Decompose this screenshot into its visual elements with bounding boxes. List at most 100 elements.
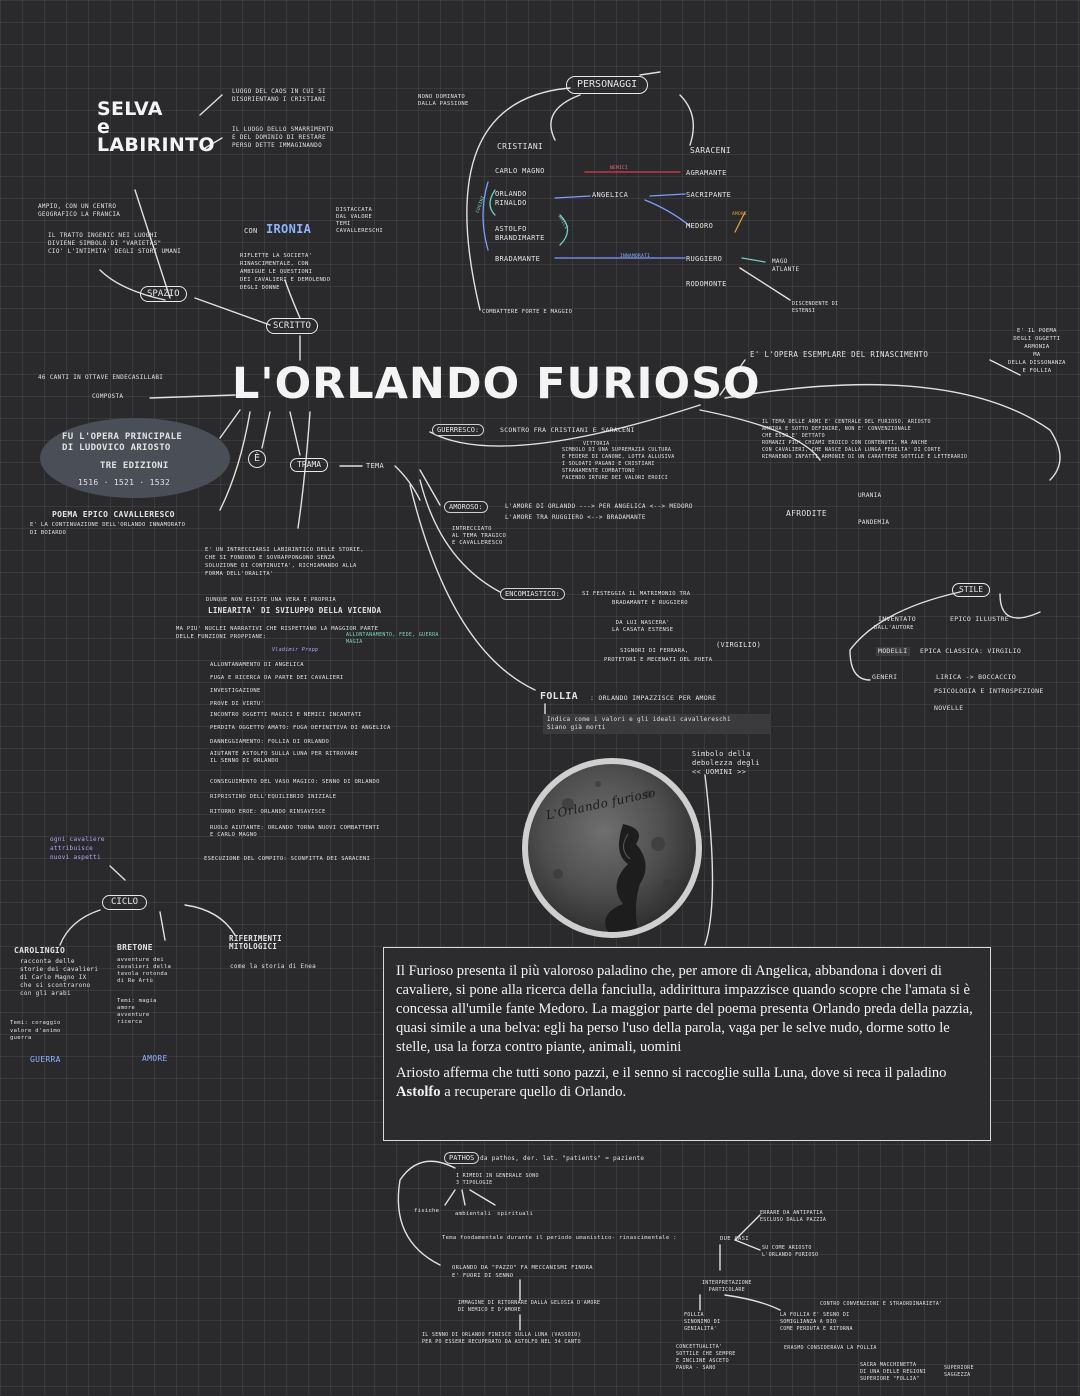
personaggi-bottom-note: COMBATTERE FORTE E MAGGIO xyxy=(482,309,573,315)
guerresco-vittoria: VITTORIA xyxy=(583,441,610,447)
pathos-interpretazione: INTERPRETAZIONE PARTICOLARE xyxy=(702,1280,752,1293)
tema-label: TEMA xyxy=(366,462,385,470)
trama-propp: Vladimir Propp xyxy=(272,647,319,653)
pathos-caso-2: SU COME ARIOSTO L'ORLANDO FURIOSO xyxy=(762,1245,819,1258)
ciclo-carolingio: CAROLINGIO xyxy=(14,946,66,955)
amoroso-pandemia: PANDEMIA xyxy=(858,519,890,526)
pathos-tema: Tema fondamentale durante il periodo uma… xyxy=(442,1235,677,1241)
rel-nemici: NEMICI xyxy=(610,166,629,171)
encomiastico-virgilio: (VIRGILIO) xyxy=(716,641,762,649)
trama-item-13: ESECUZIONE DEL COMPITO: SCONFITTA DEI SA… xyxy=(204,856,371,862)
pathos-tag: PATHOS xyxy=(444,1152,480,1164)
opera-edizioni: TRE EDIZIONI xyxy=(100,461,169,471)
spazio-note-ampio: AMPIO, CON UN CENTRO GEOGRAFICO LA FRANC… xyxy=(38,203,121,218)
pathos-superiore: SUPERIORE SAGGEZZA xyxy=(944,1365,974,1378)
stile-node: STILE xyxy=(952,583,991,597)
pathos-immagine: IMMAGINE DI RITORNARE DALLA GELOSIA D'AM… xyxy=(458,1300,601,1313)
pathos-senno: IL SENNO DI ORLANDO FINISCE SULLA LUNA (… xyxy=(422,1332,581,1345)
bretone-amore: AMORE xyxy=(142,1054,168,1063)
amoroso-line2: L'AMORE TRA RUGGIERO <--> BRADAMANTE xyxy=(505,514,646,521)
bretone-temi: Temi: magia amore avventure ricerca xyxy=(117,998,157,1025)
char-astolfo: ASTOLFO xyxy=(495,225,527,233)
trama-item-5: INCONTRO OGGETTI MAGICI E NEMICI INCANTA… xyxy=(210,712,362,718)
trama-item-4: PROVE DI VIRTU' xyxy=(210,701,265,707)
char-brandimarte: BRANDIMARTE xyxy=(495,234,545,242)
carolingio-guerra: GUERRA xyxy=(30,1055,61,1064)
ciclo-bretone: BRETONE xyxy=(117,943,153,952)
trama-item-3: INVESTIGAZIONE xyxy=(210,688,261,694)
stile-inventato: INVENTATO xyxy=(878,615,916,623)
char-carlo-magno: CARLO MAGNO xyxy=(495,167,545,175)
pathos-branch-spirituali: spirituali xyxy=(497,1211,534,1217)
composta-label: COMPOSTA xyxy=(92,393,124,400)
stile-novelle: NOVELLE xyxy=(934,704,964,712)
moon-illustration xyxy=(522,758,702,938)
riferimenti-desc: come la storia di Enea xyxy=(230,963,317,970)
encomiastico-line2: BRADAMANTE E RUGGIERO xyxy=(612,600,688,606)
encomiastico-tag: ENCOMIASTICO: xyxy=(500,588,565,600)
ironia-pre: CON xyxy=(244,227,258,235)
ironia-side-note: DISTACCATA DAL VALORE TEMI CAVALLERESCHI xyxy=(336,207,383,234)
selva-title: SELVA e LABIRINTO xyxy=(97,98,215,156)
follia-label: FOLLIA xyxy=(540,691,578,702)
pathos-concettualita: CONCETTUALITA' SOTTILE CHE SEMPRE E INCL… xyxy=(676,1344,736,1371)
encomiastico-line5: PROTETORI E MECENATI DEL POETA xyxy=(604,657,713,663)
rinascimento-text: E' L'OPERA ESEMPLARE DEL RINASCIMENTO xyxy=(750,350,929,359)
stile-epica: EPICA CLASSICA: VIRGILIO xyxy=(920,647,1022,655)
amoroso-tag: AMOROSO: xyxy=(444,501,488,513)
trama-linearita: LINEARITA' DI SVILUPPO DELLA VICENDA xyxy=(208,606,382,615)
trama-item-12: RUOLO AIUTANTE: ORLANDO TORNA NUOVI COMB… xyxy=(210,825,380,838)
guerresco-title: SCONTRO FRA CRISTIANI E SARACENI xyxy=(500,426,635,434)
ciclo-note: ogni cavaliere attribuisce nuovi aspetti xyxy=(50,836,105,861)
char-mago-atlante: MAGO ATLANTE xyxy=(772,258,800,273)
trama-item-9: CONSEGUIMENTO DEL VASO MAGICO: SENNO DI … xyxy=(210,779,380,785)
rel-innamorati: INNAMORATI xyxy=(620,254,651,259)
composta-canti: 46 CANTI IN OTTAVE ENDECASILLABI xyxy=(38,374,164,381)
pathos-erasmo: ERASMO CONSIDERAVA LA FOLLIA xyxy=(784,1345,877,1351)
char-agramante: AGRAMANTE xyxy=(686,169,727,177)
follia-sub: Indica come i valori e gli ideali cavall… xyxy=(543,714,771,734)
ironia-note: RIFLETTE LA SOCIETA' RINASCIMENTALE, CON… xyxy=(240,253,331,291)
char-angelica: ANGELICA xyxy=(592,191,629,199)
stile-autore: DALL'AUTORE xyxy=(874,625,914,631)
pathos-orlando: ORLANDO DA "PAZZO" FA MECCANISMI FINORA … xyxy=(452,1265,593,1279)
opera-line1: FU L'OPERA PRINCIPALE xyxy=(62,432,183,442)
rel-amore: AMORE xyxy=(732,212,748,217)
ciclo-node: CICLO xyxy=(102,895,148,910)
pathos-due-casi: DUE CASI xyxy=(720,1236,749,1242)
trama-ma: MA PIU' NUCLEI NARRATIVI CHE RISPETTANO … xyxy=(176,626,379,640)
trama-item-10: RIPRISTINO DELL'EQUILIBRIO INIZIALE xyxy=(210,794,337,800)
char-rinaldo: RINALDO xyxy=(495,199,527,207)
trama-intro: E' UN INTRECCIARSI LABIRINTICO DELLE STO… xyxy=(205,547,364,577)
trama-item-8: AIUTANTE ASTOLFO SULLA LUNA PER RITROVAR… xyxy=(210,751,359,764)
trama-item-2: FUGA E RICERCA DA PARTE DEI CAVALIERI xyxy=(210,675,344,681)
pathos-definition: da pathos, der. lat. "patients" = pazien… xyxy=(480,1155,645,1162)
guerresco-right-note: IL TEMA DELLE ARMI E' CENTRALE DEL FURIO… xyxy=(762,419,968,460)
moon-drawing xyxy=(553,781,673,932)
stile-generi: GENERI xyxy=(872,673,898,681)
pathos-caso-1: ERRARE DA ANTIPATIA ESCLUSO DALLA PAZZIA xyxy=(760,1210,827,1223)
ciclo-riferimenti: RIFERIMENTI MITOLOGICI xyxy=(229,934,282,951)
amoroso-urania: URANIA xyxy=(858,492,882,499)
scritto-node: SCRITTO xyxy=(266,318,318,334)
char-rodomonte: RODOMONTE xyxy=(686,280,727,288)
trama-item-1: ALLONTANAMENTO DI ANGELICA xyxy=(210,662,304,668)
stile-modelli: MODELLI xyxy=(876,647,910,656)
guerresco-body: SIMBOLO DI UNA SUPREMAZIA CULTURA E FEDE… xyxy=(562,447,675,481)
encomiastico-line4: SIGNORI DI FERRARA, xyxy=(620,648,689,654)
pathos-follia-genialita: FOLLIA SINONIMO DI GENIALITA' xyxy=(684,1312,721,1332)
pathos-branch-fisiche: fisiche xyxy=(414,1208,440,1214)
page-title: L'ORLANDO FURIOSO xyxy=(232,359,761,409)
e-node: È xyxy=(248,450,267,468)
poema-note: E' LA CONTINUAZIONE DELL'ORLANDO INNAMOR… xyxy=(30,522,186,536)
trama-node: TRAMA xyxy=(290,458,329,472)
cristiani-label: CRISTIANI xyxy=(497,142,544,151)
follia-simbolo: Simbolo della debolezza degli << UOMINI … xyxy=(692,750,760,776)
amoroso-sub: INTRECCIATO AL TEMA TRAGICO E CAVALLERES… xyxy=(452,526,507,546)
char-bradamante: BRADAMANTE xyxy=(495,255,541,263)
guerresco-tag: GUERRESCO: xyxy=(432,424,485,436)
pathos-sub: I RIMEDI IN GENERALE SONO 3 TIPOLOGIE xyxy=(456,1173,539,1186)
char-orlando: ORLANDO xyxy=(495,190,527,198)
selva-note-caos: LUOGO DEL CAOS IN CUI SI DISORIENTANO I … xyxy=(232,88,326,103)
